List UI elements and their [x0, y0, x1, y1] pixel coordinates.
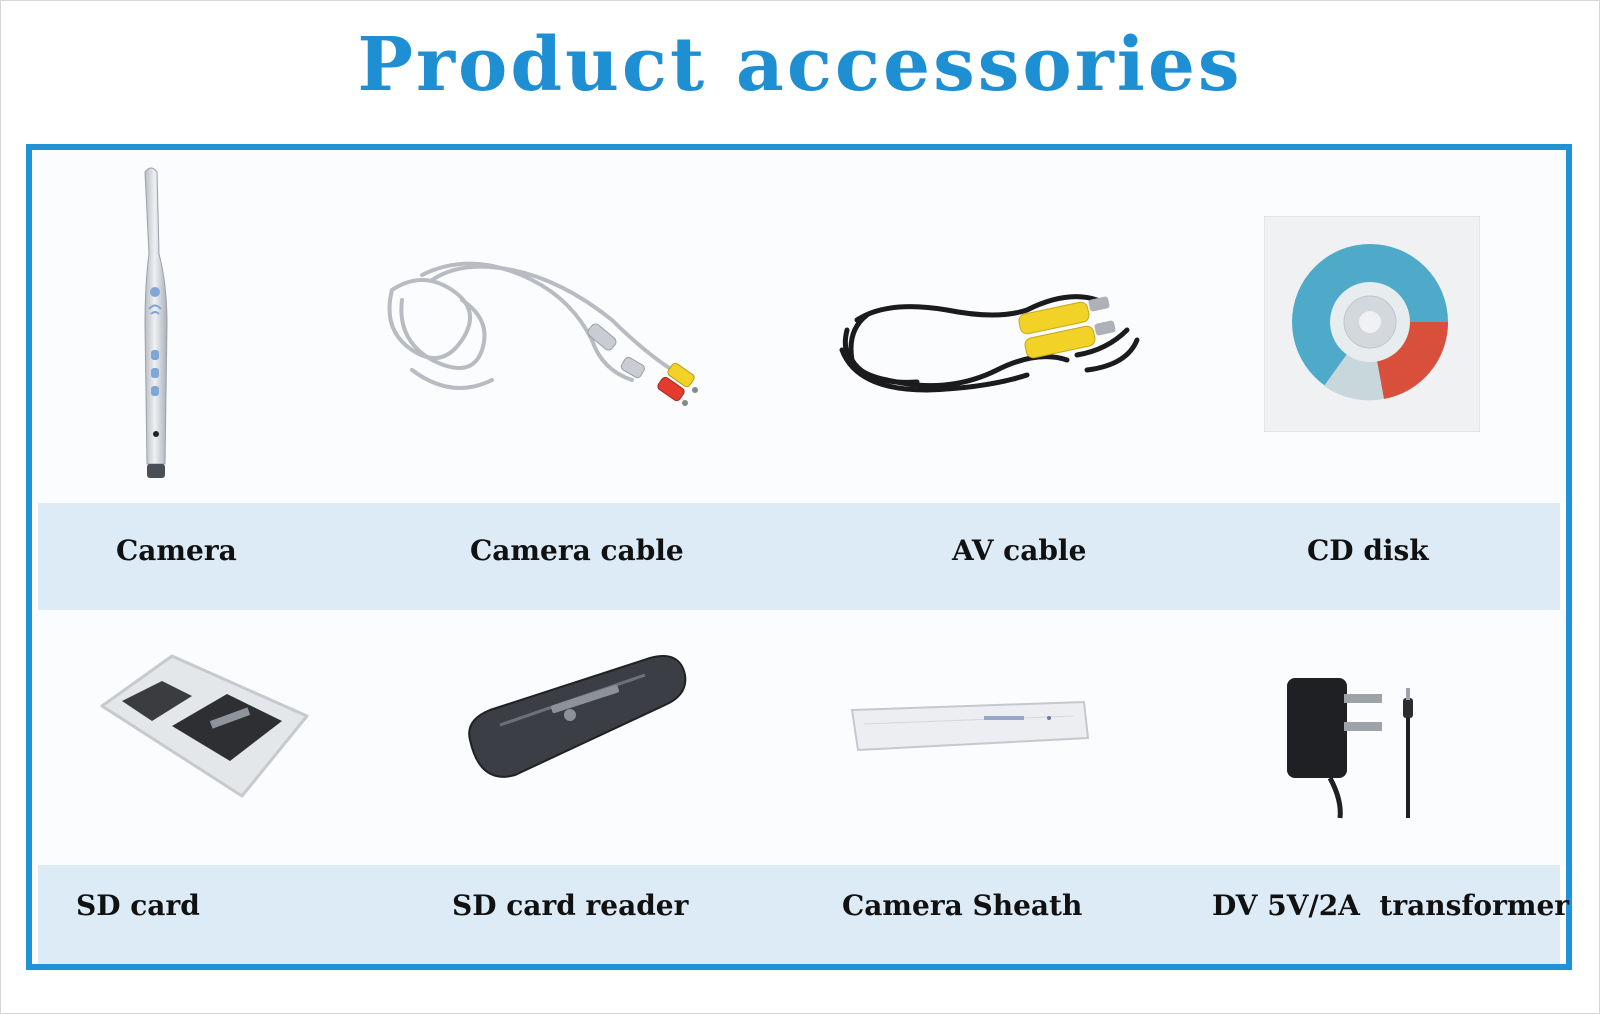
intraoral-camera-icon: [127, 164, 187, 484]
accessory-label-camera-sheath: Camera Sheath: [842, 889, 1083, 922]
accessory-label-av-cable: AV cable: [952, 534, 1087, 567]
sd-card-reader-icon: [460, 650, 690, 790]
accessory-label-cd-disk: CD disk: [1307, 534, 1429, 567]
accessory-label-camera-cable: Camera cable: [470, 534, 684, 567]
sd-card-icon: [92, 646, 317, 811]
label-band-2: [38, 865, 1560, 964]
page-title: Product accessories: [357, 22, 1243, 108]
accessory-label-sd-card: SD card: [76, 889, 200, 922]
camera-cable-icon: [372, 250, 722, 420]
accessory-label-transformer: DV 5V/2A transformer: [1212, 889, 1570, 922]
accessory-label-camera: Camera: [116, 534, 237, 567]
cd-disk-icon: [1264, 216, 1480, 432]
label-band-1: [38, 503, 1560, 610]
accessory-label-sd-card-reader: SD card reader: [452, 889, 689, 922]
av-cable-icon: [827, 270, 1167, 410]
camera-sheath-icon: [844, 690, 1094, 760]
power-adapter-icon: [1282, 670, 1432, 820]
accessories-panel: Camera Camera cable AV cable CD disk SD …: [26, 144, 1572, 970]
